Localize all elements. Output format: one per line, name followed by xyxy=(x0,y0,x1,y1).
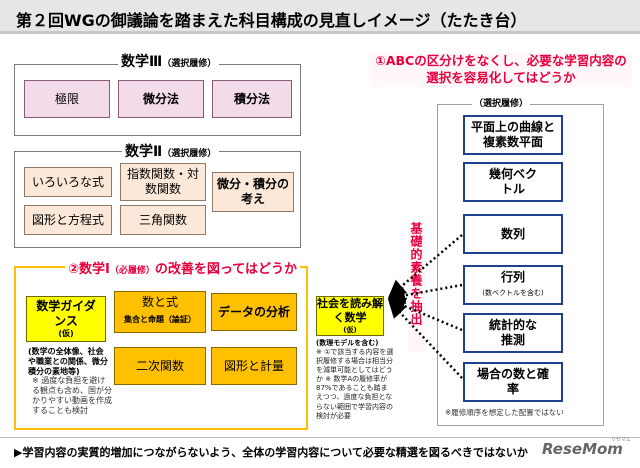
society-box: 社会を読み解く数学(仮) xyxy=(316,296,384,336)
math3-title: 数学Ⅲ xyxy=(121,54,163,70)
math2-item-exp-log: 指数関数・対数関数 xyxy=(120,163,206,201)
math1-note: （必履修） xyxy=(109,266,155,276)
math2-item-expressions: いろいろな式 xyxy=(24,167,112,197)
math2-item-calculus: 微分・積分の考え xyxy=(212,172,294,212)
foundation-label: 基礎的素養を抽出 xyxy=(408,222,425,352)
society-suffix: (仮) xyxy=(343,325,357,334)
page-title: 第２回WGの御議論を踏まえた科目構成の見直しイメージ（たたき台） xyxy=(16,11,527,30)
society-sub: (数理モデルを含む) xyxy=(316,339,379,347)
math3-item-differentiation: 微分法 xyxy=(118,80,204,118)
footer-divider xyxy=(0,437,640,438)
math2-item-figures: 図形と方程式 xyxy=(24,205,112,235)
footer-text: ▶学習内容の実質的増加につながらないよう、全体の学習内容について必要な精選を図る… xyxy=(14,446,528,459)
society-label: 社会を読み解く数学 xyxy=(317,297,383,325)
right-item-curves: 平面上の曲線と複素数平面 xyxy=(463,115,563,155)
numbers-label: 数と式 xyxy=(141,294,178,309)
math1-title: ②数学Ⅰ xyxy=(68,262,110,277)
math3-item-limit: 極限 xyxy=(24,80,110,118)
guidance-box: 数学ガイダンス(仮) xyxy=(26,296,106,342)
resemom-logo-small: リセマム xyxy=(611,437,632,443)
right-item-statistics: 統計的な推測 xyxy=(463,313,563,353)
abc-heading: ①ABCの区分けをなくし、必要な学習内容の選択を容易化してはどうか xyxy=(370,53,632,87)
guidance-suffix: (仮) xyxy=(58,329,74,338)
numbers-sub-label: 集合と命題（論証） xyxy=(124,315,196,324)
math2-note: （選択履修） xyxy=(162,149,217,159)
math2-heading: 数学Ⅱ（選択履修） xyxy=(122,141,220,161)
right-item-matrix-sub: (数ベクトルを含む) xyxy=(482,288,544,297)
guidance-description: (数学の全体像、社会や職業との関係、微分積分の素地等) xyxy=(28,347,108,376)
right-item-matrix xyxy=(463,265,563,305)
math3-note: （選択履修） xyxy=(162,59,217,69)
right-item-vector: 幾何ベクトル xyxy=(463,162,563,202)
elective-note: （選択履修） xyxy=(472,96,531,109)
right-item-probability: 場合の数と確率 xyxy=(463,362,563,402)
connector-arrows xyxy=(387,234,463,379)
guidance-label: 数学ガイダンス xyxy=(36,299,96,328)
guidance-note: ※ 過度な負担を避ける観点も含め、国が分かりやすい動画を作成することも検討 xyxy=(32,376,112,415)
society-note: ※ ①で該当する内容を選択履修する場合は相当分を減単可能としてはどうか ※ 数学… xyxy=(316,348,394,420)
order-note: ※履修順序を想定した配置ではない xyxy=(445,408,564,417)
resemom-logo: ReseMom xyxy=(540,440,625,458)
right-item-sequences: 数列 xyxy=(463,214,563,254)
math2-item-trig: 三角関数 xyxy=(120,205,206,235)
math3-item-integration: 積分法 xyxy=(212,80,292,118)
quadratic-box: 二次関数 xyxy=(114,347,206,385)
math1-title-suffix: の改善を図ってはどうか xyxy=(154,262,297,277)
right-item-matrix-label: 行列 xyxy=(500,269,525,284)
data-analysis-box: データの分析 xyxy=(211,293,297,331)
math3-heading: 数学Ⅲ（選択履修） xyxy=(118,51,220,71)
math1-heading: ②数学Ⅰ（必履修）の改善を図ってはどうか xyxy=(65,258,300,277)
title-bar xyxy=(0,0,640,34)
numbers-box xyxy=(114,291,206,333)
math2-title: 数学Ⅱ xyxy=(125,144,163,160)
figures-metric-box: 図形と計量 xyxy=(211,347,297,385)
